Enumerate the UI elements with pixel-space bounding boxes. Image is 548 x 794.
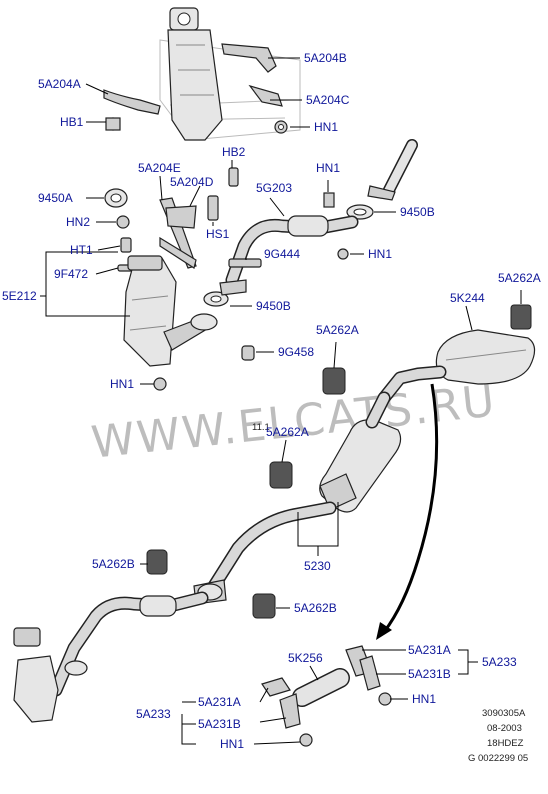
detail-arrow [382,383,439,633]
label-5A231A-left: 5A231A [198,695,241,709]
label-5K256: 5K256 [288,651,323,665]
footer-reference: 3090305A 08-2003 18HDEZ G 0022299 05 [468,708,528,764]
footer-drawing-number: G 0022299 05 [468,753,528,764]
label-5230: 5230 [304,559,331,573]
footer-ref-number: 3090305A [482,708,526,719]
label-HS1: HS1 [206,227,230,241]
label-HN1-top: HN1 [314,120,338,134]
center-silencer [207,391,402,593]
label-9G458: 9G458 [278,345,314,359]
label-5A204B: 5A204B [304,51,347,65]
upper-catalyst-assembly [103,7,301,141]
label-9450B-b: 9450B [256,299,291,313]
label-5A262A-right: 5A262A [498,271,541,285]
label-HN1-left: HN1 [220,737,244,751]
label-HN2: HN2 [66,215,90,229]
label-5A233-left: 5A233 [136,707,171,721]
label-9450A: 9450A [38,191,73,205]
label-5A262A-center: 5A262A [266,425,309,439]
label-5A262A-middle: 5A262A [316,323,359,337]
label-HN1-a: HN1 [316,161,340,175]
rear-muffler [269,304,536,489]
label-HT1: HT1 [70,243,93,257]
tailpipe-detail [261,645,392,747]
lower-front-section [13,549,276,723]
label-HN1-b: HN1 [368,247,392,261]
label-5A204C: 5A204C [306,93,350,107]
label-5A204E: 5A204E [138,161,181,175]
label-HB2: HB2 [222,145,246,159]
label-HN1-right: HN1 [412,692,436,706]
label-5G203: 5G203 [256,181,292,195]
front-pipe-assembly [104,139,418,391]
label-5A231B-left: 5A231B [198,717,241,731]
footer-date: 08-2003 [487,723,522,734]
label-9F472: 9F472 [54,267,88,281]
detail-arrow-head [376,622,392,640]
label-5A262B-left: 5A262B [92,557,135,571]
label-5K244: 5K244 [450,291,485,305]
label-5A262B-right: 5A262B [294,601,337,615]
label-5E212: 5E212 [2,289,37,303]
label-5A231A-right: 5A231A [408,643,451,657]
leader-lines [40,57,522,745]
label-HN1-c: HN1 [110,377,134,391]
label-9G444: 9G444 [264,247,300,261]
label-5A233-right: 5A233 [482,655,517,669]
label-5A204D: 5A204D [170,175,214,189]
part-labels: 5A204B 5A204A 5A204C HB1 HN1 HB2 5A204E … [2,51,541,751]
label-9450B-a: 9450B [400,205,435,219]
footer-model-code: 18HDEZ [487,738,524,749]
label-5A204A: 5A204A [38,77,81,91]
label-small-ref: 11.1 [252,422,270,433]
label-HB1: HB1 [60,115,84,129]
label-5A231B-right: 5A231B [408,667,451,681]
